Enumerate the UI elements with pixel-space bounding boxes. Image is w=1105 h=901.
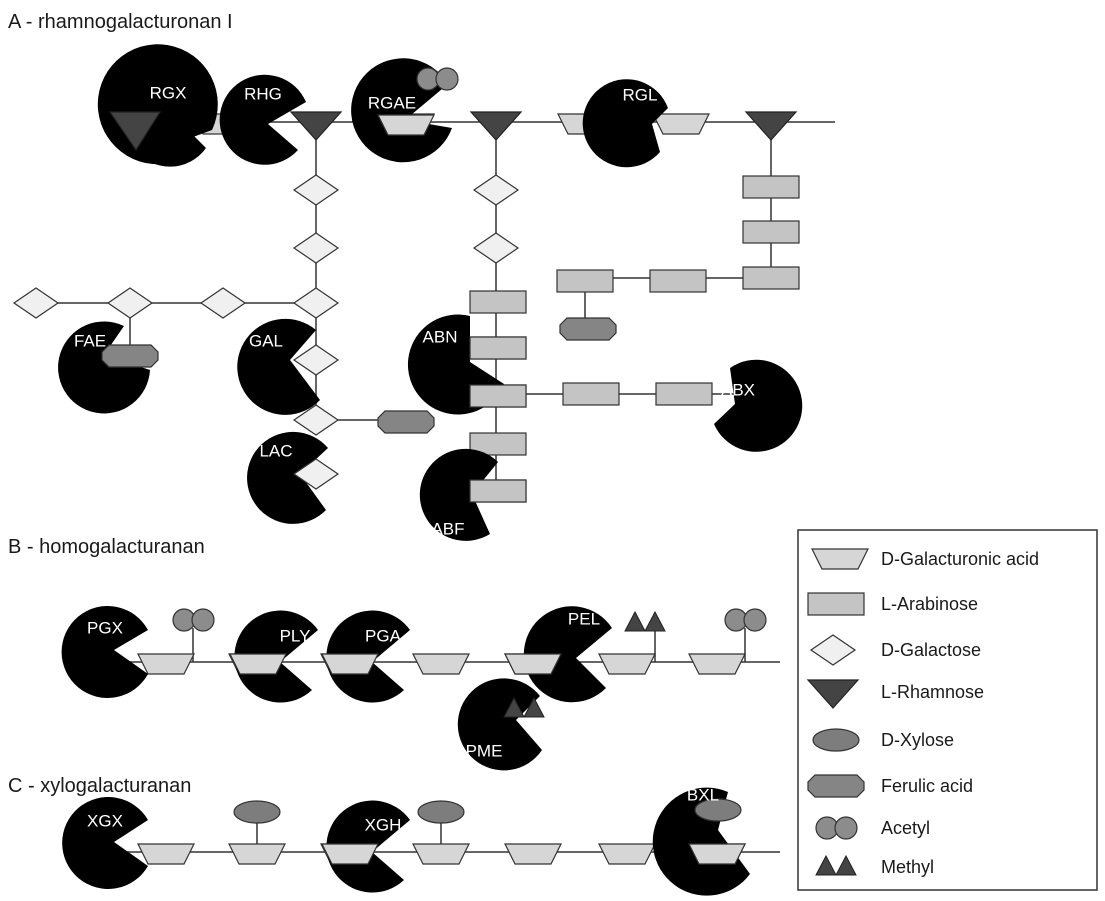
rhamnose-a2 <box>290 111 342 141</box>
enzyme-xgx-shape <box>62 797 148 890</box>
galacturonic-c4 <box>412 843 470 865</box>
acetyl-b2 <box>724 608 767 632</box>
arabinose-a1 <box>742 175 800 199</box>
enzyme-xgh-label: XGH <box>365 815 402 834</box>
enzyme-abf-shape <box>419 448 498 541</box>
galacturonic-b7 <box>688 653 746 675</box>
legend-arabinose-icon <box>807 592 865 616</box>
arabinose-a9 <box>562 382 620 406</box>
enzyme-pme-shape <box>457 678 542 771</box>
enzyme-pga-label: PGA <box>365 626 402 645</box>
legend-label-rhamnose: L-Rhamnose <box>881 682 984 702</box>
enzyme-fae-shape <box>58 321 150 414</box>
enzyme-abn-label: ABN <box>423 327 458 346</box>
galactose-a6 <box>13 287 59 319</box>
enzyme-pgx-label: PGX <box>87 618 123 637</box>
enzyme-bxl-label: BXL <box>687 785 719 804</box>
rhamnose-a3 <box>470 111 522 141</box>
enzyme-pel-label: PEL <box>568 609 600 628</box>
arabinose-a12-top <box>469 479 527 503</box>
enzyme-rhg-label: RHG <box>244 84 282 103</box>
enzyme-pgx-shape <box>61 606 148 698</box>
arabinose-a6 <box>469 290 527 314</box>
section-a-bonds <box>30 121 835 490</box>
galacturonic-b3-overlay <box>321 653 379 675</box>
enzyme-rgx-label: RGX <box>150 83 187 102</box>
galacturonic-a2-overlay <box>377 114 435 136</box>
section-b-title: B - homogalacturanan <box>8 536 205 558</box>
section-c-title: C - xylogalacturanan <box>8 775 191 797</box>
enzyme-ply-label: PLY <box>280 626 311 645</box>
galactose-a7 <box>473 174 519 206</box>
enzyme-pme-label: PME <box>466 741 503 760</box>
galacturonic-b6 <box>598 653 656 675</box>
legend-galacturonic-acid-icon <box>811 548 869 570</box>
galacturonic-c1 <box>137 843 195 865</box>
galacturonic-c5 <box>504 843 562 865</box>
arabinose-a7-top <box>469 336 527 360</box>
enzyme-bxl-shape <box>652 787 750 896</box>
galactose-a9 <box>293 344 339 376</box>
enzyme-abx-shape <box>714 359 803 452</box>
rhamnose-a1-overlay <box>108 111 162 152</box>
legend-label-methyl: Methyl <box>881 857 934 877</box>
legend: D-Galacturonic acid L-Arabinose D-Galact… <box>797 529 1098 891</box>
galactose-a4 <box>200 287 246 319</box>
legend-xylose-icon <box>812 728 860 752</box>
ferulic-acid-a1 <box>559 317 617 341</box>
galacturonic-a4 <box>652 113 710 135</box>
methyl-b1 <box>624 611 666 632</box>
xylose-c1 <box>233 800 281 824</box>
galacturonic-c6 <box>598 843 656 865</box>
arabinose-a10 <box>655 382 713 406</box>
rhamnose-a4 <box>745 111 797 141</box>
ferulic-acid-a2 <box>101 344 159 368</box>
galacturonic-c7-overlay <box>688 843 746 865</box>
legend-ferulic-acid-icon <box>807 774 865 798</box>
section-a-title: A - rhamnogalacturonan I <box>8 11 233 33</box>
enzyme-lac-label: LAC <box>259 441 292 460</box>
galacturonic-c2 <box>228 843 286 865</box>
enzyme-rgl-shape <box>582 79 668 168</box>
legend-label-ferulic-acid: Ferulic acid <box>881 776 973 796</box>
enzyme-gal-shape <box>237 318 320 415</box>
galacturonic-b2-overlay <box>229 653 287 675</box>
ferulic-acid-a3 <box>377 410 435 434</box>
galacturonic-c3-overlay <box>321 843 379 865</box>
galactose-a2 <box>293 232 339 264</box>
enzyme-abx-label: ABX <box>721 380 755 399</box>
legend-label-galactose: D-Galactose <box>881 640 981 660</box>
galactose-a5 <box>107 287 153 319</box>
enzyme-xgx-label: XGX <box>87 811 123 830</box>
legend-label-galacturonic-acid: D-Galacturonic acid <box>881 549 1039 569</box>
enzyme-gal-label: GAL <box>249 331 283 350</box>
enzyme-pel-shape <box>523 606 612 703</box>
galacturonic-b5-overlay <box>504 653 562 675</box>
arabinose-a3 <box>742 266 800 290</box>
enzyme-rgl-label: RGL <box>623 85 658 104</box>
enzyme-abf-label: ABF <box>431 519 464 538</box>
arabinose-a2 <box>742 220 800 244</box>
galactose-a3 <box>293 287 339 319</box>
arabinose-a8-top <box>469 384 527 408</box>
galacturonic-b1 <box>137 653 195 675</box>
acetyl-b1 <box>172 608 215 632</box>
galactose-a1 <box>293 174 339 206</box>
enzyme-rgae-label: RGAE <box>368 93 416 112</box>
xylose-c2 <box>417 800 465 824</box>
enzyme-lac-shape <box>247 431 328 524</box>
galactose-a8 <box>473 232 519 264</box>
arabinose-a5 <box>556 269 614 293</box>
arabinose-a4 <box>649 269 707 293</box>
legend-label-xylose: D-Xylose <box>881 730 954 750</box>
enzyme-rhg-shape <box>219 74 306 165</box>
enzyme-rgx-shape <box>126 78 215 167</box>
enzyme-fae-label: FAE <box>74 331 106 350</box>
legend-label-arabinose: L-Arabinose <box>881 594 978 614</box>
galacturonic-b4 <box>412 653 470 675</box>
legend-label-acetyl: Acetyl <box>881 818 930 838</box>
